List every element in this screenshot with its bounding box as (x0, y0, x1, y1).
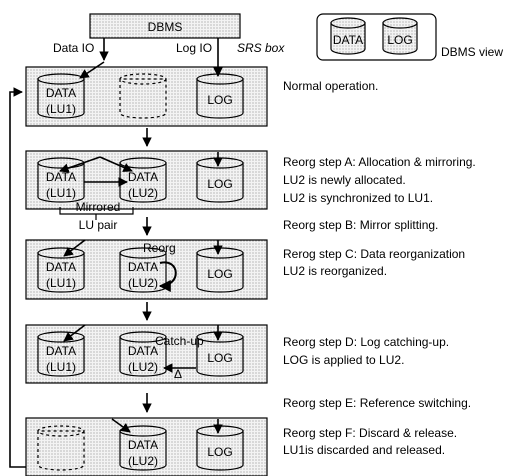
step-f-line2: LU1is discarded and released. (283, 443, 445, 457)
step-f-log-cylinder: LOG (196, 425, 244, 471)
step-a-data-lu1-cylinder: DATA (LU1) (37, 157, 85, 203)
step-c-data-lu2-cylinder: DATA (LU2) (119, 247, 167, 293)
step-a-data-lu2-cylinder: DATA (LU2) (119, 157, 167, 203)
step-f-log-cylinder-label-0: LOG (207, 445, 232, 459)
lu-pair-label: LU pair (79, 218, 118, 232)
normal-log-cylinder: LOG (196, 73, 244, 119)
step-f-data-lu2-cylinder-label-0: DATA (128, 438, 158, 452)
step-normal: Normal operation. (283, 79, 378, 93)
dbms-label: DBMS (148, 20, 183, 34)
step-d-line2: LOG is applied to LU2. (283, 353, 404, 367)
dbms-view-log-cylinder-label-0: LOG (387, 33, 412, 47)
step-c-data-lu2-cylinder-label-1: (LU2) (128, 276, 158, 290)
reorg-label: Reorg (143, 241, 176, 255)
loop-back-line (9, 87, 26, 468)
step-d-log-cylinder-label-0: LOG (207, 351, 232, 365)
delta-label: Δ (174, 367, 182, 381)
log-io-label: Log IO (176, 41, 212, 55)
step-d-data-lu1-cylinder-label-0: DATA (46, 344, 76, 358)
step-c-data-lu2-cylinder-label-0: DATA (128, 260, 158, 274)
data-io-arrow-step-c (63, 239, 86, 257)
step-e: Reorg step E: Reference switching. (283, 396, 471, 410)
normal-empty-cylinder (119, 73, 167, 119)
step-c-data-lu1-cylinder-label-0: DATA (46, 260, 76, 274)
step-a-line3: LU2 is synchronized to LU1. (283, 191, 433, 205)
step-b: Reorg step B: Mirror splitting. (283, 218, 438, 232)
step-d-data-lu2-cylinder-label-1: (LU2) (128, 360, 158, 374)
step-a-data-lu2-cylinder-label-0: DATA (128, 170, 158, 184)
step-d-data-lu2-cylinder: DATA (LU2) (119, 331, 167, 377)
step-d-data-lu2-cylinder-label-0: DATA (128, 344, 158, 358)
dbms-box: DBMS (89, 13, 241, 39)
step-f-data-lu2-cylinder: DATA (LU2) (119, 425, 167, 471)
step-a-line2: LU2 is newly allocated. (283, 173, 406, 187)
step-c-line2: LU2 is reorganized. (283, 264, 387, 278)
dbms-view-data-cylinder: DATA (330, 17, 366, 55)
step-d-data-lu1-cylinder-label-1: (LU1) (46, 360, 76, 374)
step-d-log-cylinder: LOG (196, 331, 244, 377)
dbms-view-log-cylinder: LOG (382, 17, 418, 55)
normal-data-lu1-cylinder-label-0: DATA (46, 86, 76, 100)
step-a-data-lu1-cylinder-label-0: DATA (46, 170, 76, 184)
step-f-empty-cylinder (37, 425, 85, 471)
normal-log-cylinder-label-0: LOG (207, 93, 232, 107)
dbms-view-caption: DBMS view (441, 45, 503, 59)
normal-data-lu1-cylinder: DATA (LU1) (37, 73, 85, 119)
step-c-log-cylinder-label-0: LOG (207, 267, 232, 281)
data-io-label: Data IO (53, 41, 94, 55)
step-f-data-lu2-cylinder-label-1: (LU2) (128, 454, 158, 468)
data-io-arrow-step-d (63, 324, 86, 342)
srs-box-label: SRS box (237, 41, 285, 55)
step-c-data-lu1-cylinder: DATA (LU1) (37, 247, 85, 293)
step-a-data-lu2-cylinder-label-1: (LU2) (128, 186, 158, 200)
normal-data-lu1-cylinder-label-1: (LU1) (46, 102, 76, 116)
step-d-data-lu1-cylinder: DATA (LU1) (37, 331, 85, 377)
dbms-view-data-cylinder-label-0: DATA (333, 33, 363, 47)
step-c-log-cylinder: LOG (196, 247, 244, 293)
step-f-line1: Reorg step F: Discard & release. (283, 426, 457, 440)
step-a-data-lu1-cylinder-label-1: (LU1) (46, 186, 76, 200)
reorg-loop-arrow (158, 261, 177, 292)
step-a-line1: Reorg step A: Allocation & mirroring. (283, 155, 476, 169)
step-c-data-lu1-cylinder-label-1: (LU1) (46, 276, 76, 290)
data-io-arrow-step-f (111, 418, 131, 433)
data-io-split-arrow-lu2 (99, 156, 133, 172)
step-c-line1: Rerog step C: Data reorganization (283, 247, 465, 261)
step-d-line1: Reorg step D: Log catching-up. (283, 335, 449, 349)
data-io-split-arrow-lu1 (59, 156, 101, 173)
catch-up-label: Catch-up (155, 334, 204, 348)
step-a-log-cylinder-label-0: LOG (207, 177, 232, 191)
step-a-log-cylinder: LOG (196, 157, 244, 203)
data-io-arrow-down (79, 61, 105, 79)
mirrored-label: Mirrored (76, 200, 121, 214)
